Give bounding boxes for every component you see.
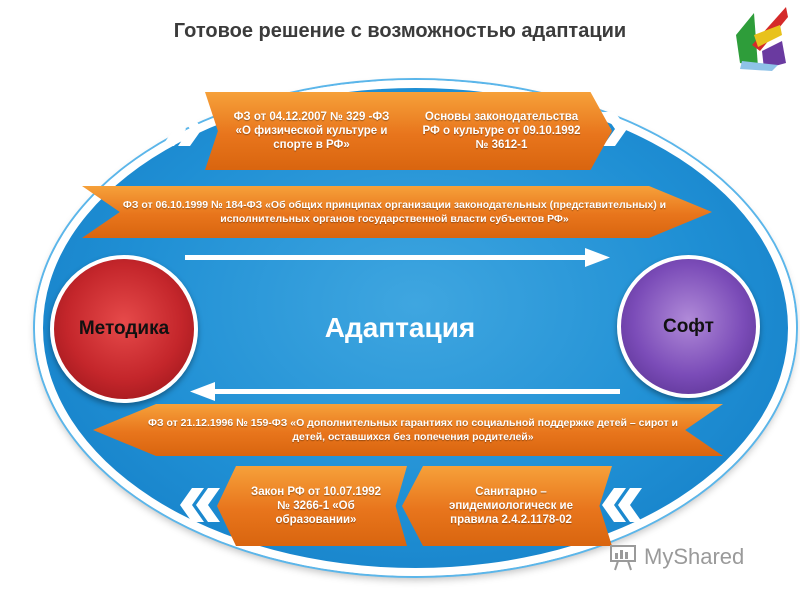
software-circle: Софт [617, 255, 760, 398]
page-title: Готовое решение с возможностью адаптации [173, 20, 627, 42]
law-box-culture: Основы законодательства РФ о культуре от… [397, 92, 612, 170]
law-box-sport: ФЗ от 04.12.2007 № 329 -ФЗ «О физической… [205, 92, 420, 170]
chevron-left-icon-bottom [180, 488, 220, 522]
presentation-board-icon [610, 545, 636, 571]
chevron-right-icon-top [162, 112, 202, 146]
law-box-education: Закон РФ от 10.07.1992 № 3266-1 «Об обра… [217, 466, 407, 546]
methodology-circle: Методика [50, 255, 198, 403]
law-box-orphans: ФЗ от 21.12.1996 № 159-ФЗ «О дополнитель… [93, 404, 723, 456]
law-box-sanitary: Санитарно – эпидемиологическ ие правила … [402, 466, 612, 546]
watermark-text: MyShared [644, 544, 745, 569]
arrow-right-line [185, 248, 610, 267]
law-box-regional-authorities: ФЗ от 06.10.1999 № 184-ФЗ «Об общих прин… [82, 186, 712, 238]
watermark: MyShared [608, 540, 778, 574]
arrow-left-line [190, 382, 620, 401]
logo-icon [736, 7, 788, 71]
chevron-left-icon-bottom-end [602, 488, 642, 522]
center-label: Адаптация [324, 312, 476, 343]
